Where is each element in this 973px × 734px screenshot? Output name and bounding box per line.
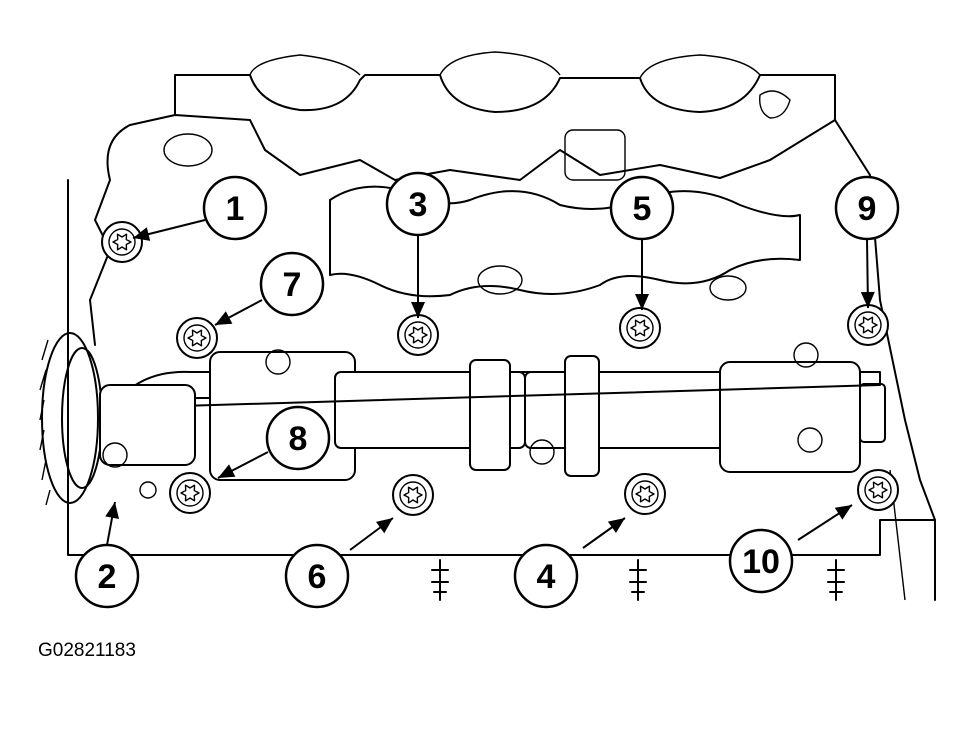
- torx-bolt-icon: [857, 469, 899, 511]
- callout-number: 3: [409, 186, 428, 224]
- callout-number: 7: [283, 266, 302, 304]
- callout-group: 1 2 3 4 5 6 7 8 9 10: [74, 171, 900, 609]
- callout-number: 9: [858, 190, 877, 228]
- callout-1: 1: [202, 175, 268, 241]
- callout-9: 9: [834, 175, 900, 241]
- callout-8: 8: [265, 405, 331, 471]
- leader-arrow-7: [214, 299, 263, 326]
- callout-7: 7: [259, 251, 325, 317]
- leader-arrow-4: [582, 517, 626, 549]
- callout-3: 3: [385, 171, 451, 237]
- torx-bolt-icon: [392, 474, 434, 516]
- leader-arrow-10: [797, 504, 853, 541]
- engine-line-art: [39, 51, 936, 601]
- callout-2: 2: [74, 543, 140, 609]
- callout-5: 5: [609, 175, 675, 241]
- callout-number: 2: [98, 558, 117, 596]
- callout-number: 5: [633, 190, 652, 228]
- leader-arrow-2: [105, 501, 119, 546]
- callout-4: 4: [513, 543, 579, 609]
- torx-bolt-icon: [847, 304, 889, 346]
- leader-arrow-9: [860, 238, 875, 309]
- torx-bolt-icon: [176, 317, 218, 359]
- callout-number: 8: [289, 420, 308, 458]
- leader-arrow-1: [132, 219, 206, 241]
- figure-code: G02821183: [38, 640, 136, 661]
- torx-bolt-icon: [101, 221, 143, 263]
- callout-6: 6: [284, 543, 350, 609]
- torx-bolt-icon: [397, 314, 439, 356]
- torx-bolt-icon: [624, 473, 666, 515]
- callout-10: 10: [728, 528, 794, 594]
- callout-number: 4: [537, 558, 556, 596]
- callout-number: 1: [226, 190, 245, 228]
- leader-arrow-5: [635, 239, 649, 310]
- leader-arrow-8: [217, 451, 269, 479]
- callout-number: 6: [308, 558, 327, 596]
- leader-arrow-6: [349, 517, 394, 551]
- leader-arrows: [105, 219, 875, 551]
- callout-number: 10: [742, 543, 780, 581]
- torx-bolt-icon: [619, 307, 661, 349]
- leader-arrow-3: [411, 235, 425, 318]
- torx-bolt-icon: [169, 472, 211, 514]
- lower-studs: [431, 559, 845, 601]
